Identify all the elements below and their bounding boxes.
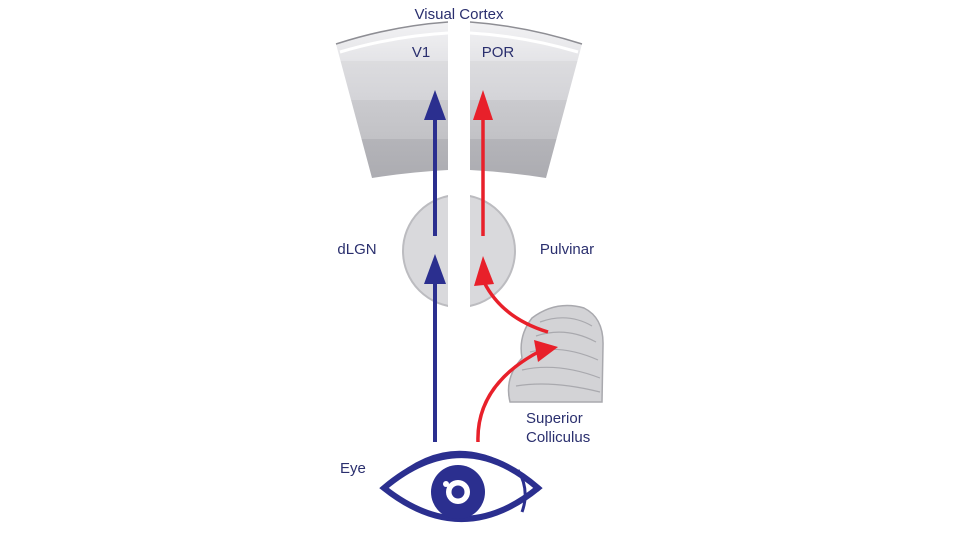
- superior-colliculus-label-line2: Colliculus: [526, 429, 590, 446]
- v1-label: V1: [412, 44, 430, 61]
- retinogeniculate-pathway: [424, 90, 446, 442]
- dlgn-label: dLGN: [337, 241, 376, 258]
- eye-label: Eye: [340, 460, 366, 477]
- superior-colliculus-label-line1: Superior: [526, 410, 583, 427]
- eye-icon: [379, 451, 543, 522]
- v1-cortex-region: [335, 21, 449, 178]
- visual-cortex-title: Visual Cortex: [415, 6, 504, 23]
- extrageniculate-pathway: [473, 90, 558, 443]
- por-label: POR: [482, 44, 515, 61]
- por-cortex-region: [469, 21, 583, 178]
- pulvinar-label: Pulvinar: [540, 241, 594, 258]
